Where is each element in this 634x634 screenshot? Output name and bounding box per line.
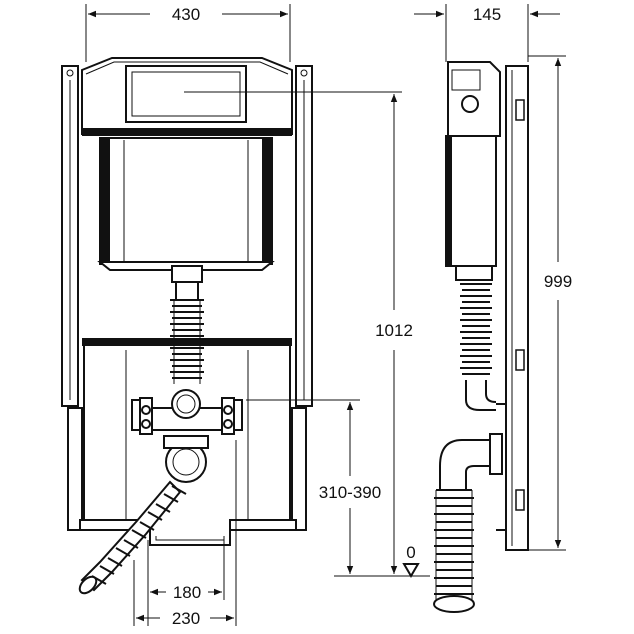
drain-hose <box>78 480 187 595</box>
side-flush-pipe <box>460 283 497 411</box>
dimension-lines <box>85 4 566 626</box>
right-rail <box>291 65 313 531</box>
front-view <box>61 57 313 595</box>
dim-outlet-spacing-outer: 230 <box>172 609 200 628</box>
left-rail <box>61 65 83 531</box>
side-view <box>433 61 529 613</box>
dim-floor-level: 0 <box>406 543 415 562</box>
dim-outlet-spacing-inner: 180 <box>173 583 201 602</box>
dim-total-height: 1012 <box>375 321 413 340</box>
dim-frame-width: 430 <box>172 5 200 24</box>
side-cistern <box>445 61 501 281</box>
drain-bracket <box>131 389 243 483</box>
dim-outlet-height: 310-390 <box>319 483 381 502</box>
flush-plate-opening <box>125 65 247 123</box>
cistern-top-housing <box>81 57 293 136</box>
flush-pipe <box>170 265 204 384</box>
dim-depth: 145 <box>473 5 501 24</box>
dim-frame-height: 999 <box>544 272 572 291</box>
cistern-body <box>97 137 275 271</box>
middle-crossbar <box>82 338 292 346</box>
wall-plate <box>496 65 529 551</box>
side-drain-elbow <box>433 433 503 613</box>
